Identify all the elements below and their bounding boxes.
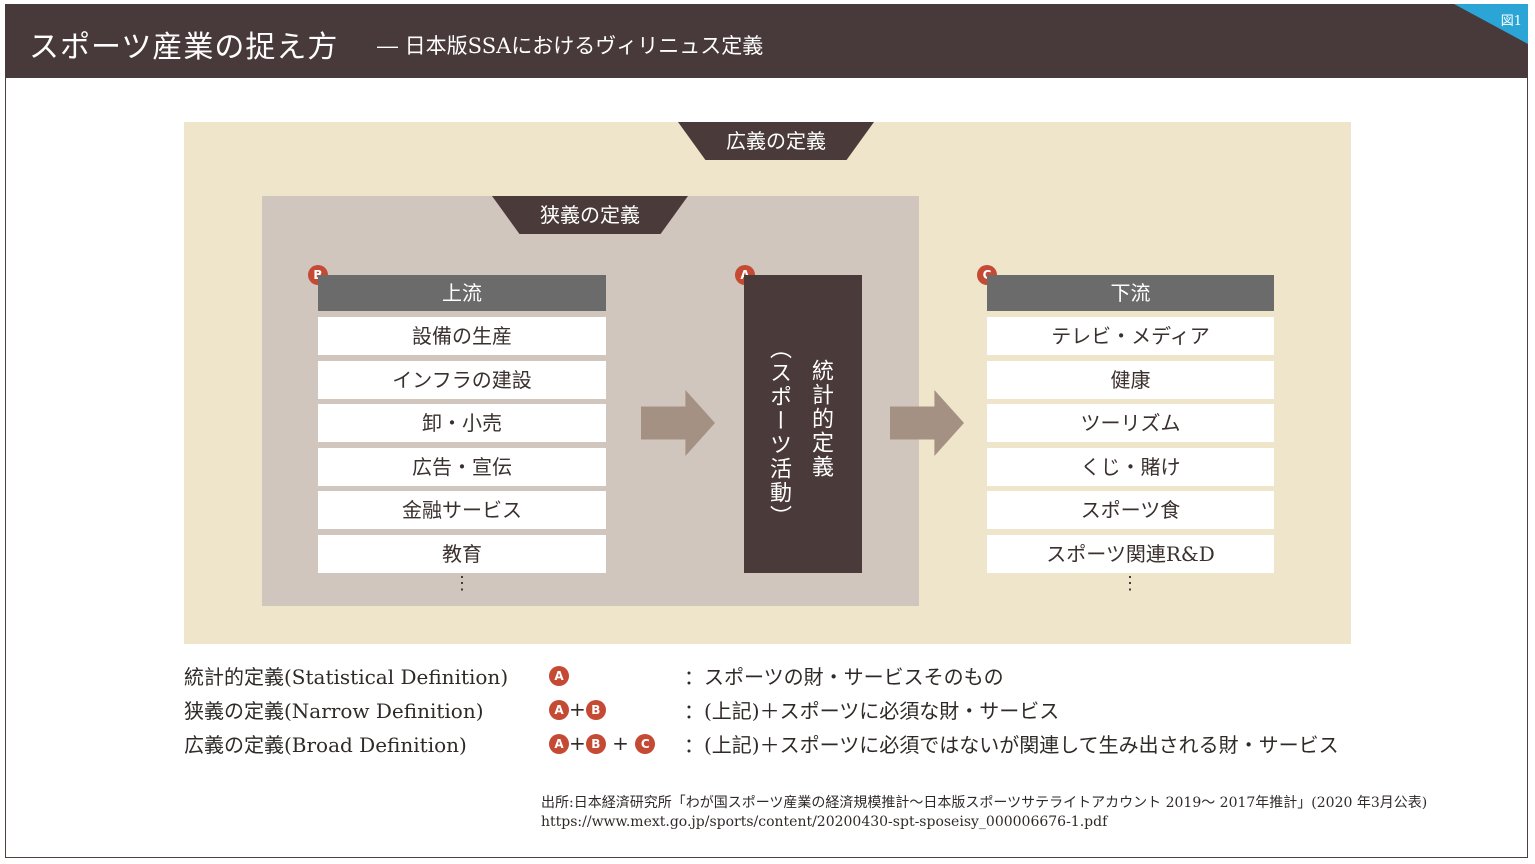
source-citation: 出所:日本経済研究所「わが国スポーツ産業の経済規模推計〜日本版スポーツサテライト…: [541, 795, 1428, 811]
downstream-item: テレビ・メディア: [987, 317, 1274, 355]
upstream-item: 卸・小売: [318, 404, 606, 442]
legend-term-statistical: 統計的定義(Statistical Definition): [184, 665, 509, 689]
badge-a: A: [549, 666, 569, 686]
legend-desc-broad: ：(上記)＋スポーツに必須ではないが関連して生み出される財・サービス: [684, 733, 1339, 757]
upstream-ellipsis: ⋮: [453, 573, 471, 594]
legend-desc-statistical: ：スポーツの財・サービスそのもの: [684, 665, 1004, 689]
figure-corner-tag: [1454, 4, 1528, 44]
badge-b: B: [585, 700, 606, 720]
header-bar: スポーツ産業の捉え方 ― 日本版SSAにおけるヴィリニュス定義 図1: [5, 4, 1528, 78]
badge-c: C: [635, 734, 656, 754]
statistical-definition-box: 統計的定義 （スポーツ活動）: [744, 275, 862, 573]
badge-a: A: [549, 734, 569, 754]
legend-term-broad: 広義の定義(Broad Definition): [184, 733, 467, 757]
source-url: https://www.mext.go.jp/sports/content/20…: [541, 814, 1108, 830]
upstream-item: 設備の生産: [318, 317, 606, 355]
upstream-item: 金融サービス: [318, 491, 606, 529]
page-title: スポーツ産業の捉え方: [29, 30, 339, 65]
legend-desc-narrow: ：(上記)＋スポーツに必須な財・サービス: [684, 699, 1060, 723]
downstream-item: スポーツ食: [987, 491, 1274, 529]
badge-a: A: [549, 700, 569, 720]
upstream-header: 上流: [318, 275, 606, 311]
plus-sign: +: [612, 731, 629, 755]
downstream-item: スポーツ関連R&D: [987, 535, 1274, 573]
broad-definition-tab: 広義の定義: [678, 122, 874, 160]
downstream-item: ツーリズム: [987, 404, 1274, 442]
upstream-item: インフラの建設: [318, 361, 606, 399]
upstream-item: 教育: [318, 535, 606, 573]
legend-formula-broad: A+B + C: [549, 731, 656, 755]
legend-formula-statistical: A: [549, 663, 569, 687]
narrow-definition-tab: 狭義の定義: [492, 196, 688, 234]
sports-activity-label: （スポーツ活動）: [766, 337, 791, 529]
plus-sign: +: [569, 697, 586, 721]
downstream-header: 下流: [987, 275, 1274, 311]
page-subtitle: ― 日本版SSAにおけるヴィリニュス定義: [377, 34, 764, 58]
downstream-item: くじ・賭け: [987, 448, 1274, 486]
figure-label: 図1: [1500, 14, 1522, 29]
downstream-ellipsis: ⋮: [1121, 573, 1139, 594]
badge-b: B: [585, 734, 606, 754]
legend-term-narrow: 狭義の定義(Narrow Definition): [184, 699, 484, 723]
downstream-item: 健康: [987, 361, 1274, 399]
plus-sign: +: [569, 731, 586, 755]
legend-formula-narrow: A+B: [549, 697, 606, 721]
upstream-item: 広告・宣伝: [318, 448, 606, 486]
statistical-definition-label: 統計的定義: [808, 359, 833, 479]
